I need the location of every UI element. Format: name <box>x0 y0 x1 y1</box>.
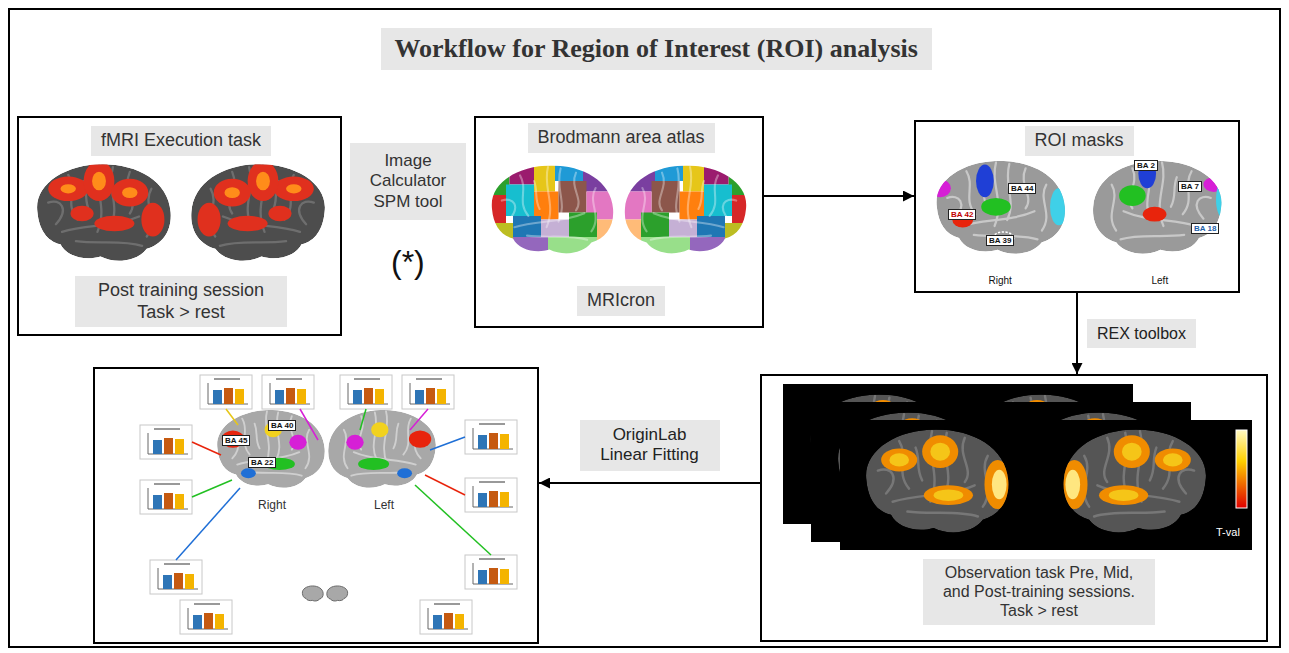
area-label: BA 2 <box>1134 160 1158 171</box>
diagram-title: Workflow for Region of Interest (ROI) an… <box>381 28 932 70</box>
box-label: MRIcron <box>577 286 665 316</box>
edge-label: REX toolbox <box>1087 319 1196 348</box>
atlas-brain <box>478 160 760 258</box>
panel-box: Observation task Pre, Mid, and Post-trai… <box>760 374 1268 642</box>
flow-arrow <box>764 195 914 197</box>
figure-label: (*) <box>391 244 425 281</box>
panel-box: Right Left <box>93 367 539 644</box>
panel-box: Brodmann area atlasMRIcron <box>474 116 764 328</box>
box-label: Observation task Pre, Mid, and Post-trai… <box>923 559 1155 625</box>
area-label: BA 39 <box>986 235 1014 246</box>
area-label: BA 45 <box>222 435 250 446</box>
box-label: Post training session Task > rest <box>75 276 287 327</box>
area-label: BA 18 <box>1191 223 1219 234</box>
panel-box: fMRI Execution taskPost training session… <box>17 116 342 336</box>
results-figure <box>140 375 517 634</box>
area-label: BA 42 <box>948 209 976 220</box>
box-label: Brodmann area atlas <box>528 123 715 153</box>
outer-frame <box>9 9 1280 647</box>
box-label: fMRI Execution task <box>91 126 271 156</box>
figure-label: Right <box>989 275 1012 287</box>
box-text: Left <box>374 498 394 512</box>
observation-map-stack <box>783 384 1252 550</box>
activation-brain <box>37 161 325 261</box>
edge-label: OriginLab Linear Fitting <box>580 420 720 471</box>
area-label: BA 7 <box>1178 181 1202 192</box>
panel-box: ROI masks <box>914 120 1240 293</box>
process-box: Image Calculator SPM tool <box>350 143 466 220</box>
box-text: Right <box>258 498 286 512</box>
box-label: ROI masks <box>1025 126 1134 156</box>
area-label: BA 22 <box>248 457 276 468</box>
figure-label: Left <box>1152 275 1169 287</box>
roi-brain <box>930 159 1234 254</box>
flow-arrow <box>539 482 760 484</box>
area-label: BA 44 <box>1008 183 1036 194</box>
area-label: BA 40 <box>268 420 296 431</box>
flow-arrow <box>1076 293 1078 374</box>
figure-label: T-val <box>1214 526 1242 539</box>
box-text: Image Calculator SPM tool <box>358 151 458 212</box>
